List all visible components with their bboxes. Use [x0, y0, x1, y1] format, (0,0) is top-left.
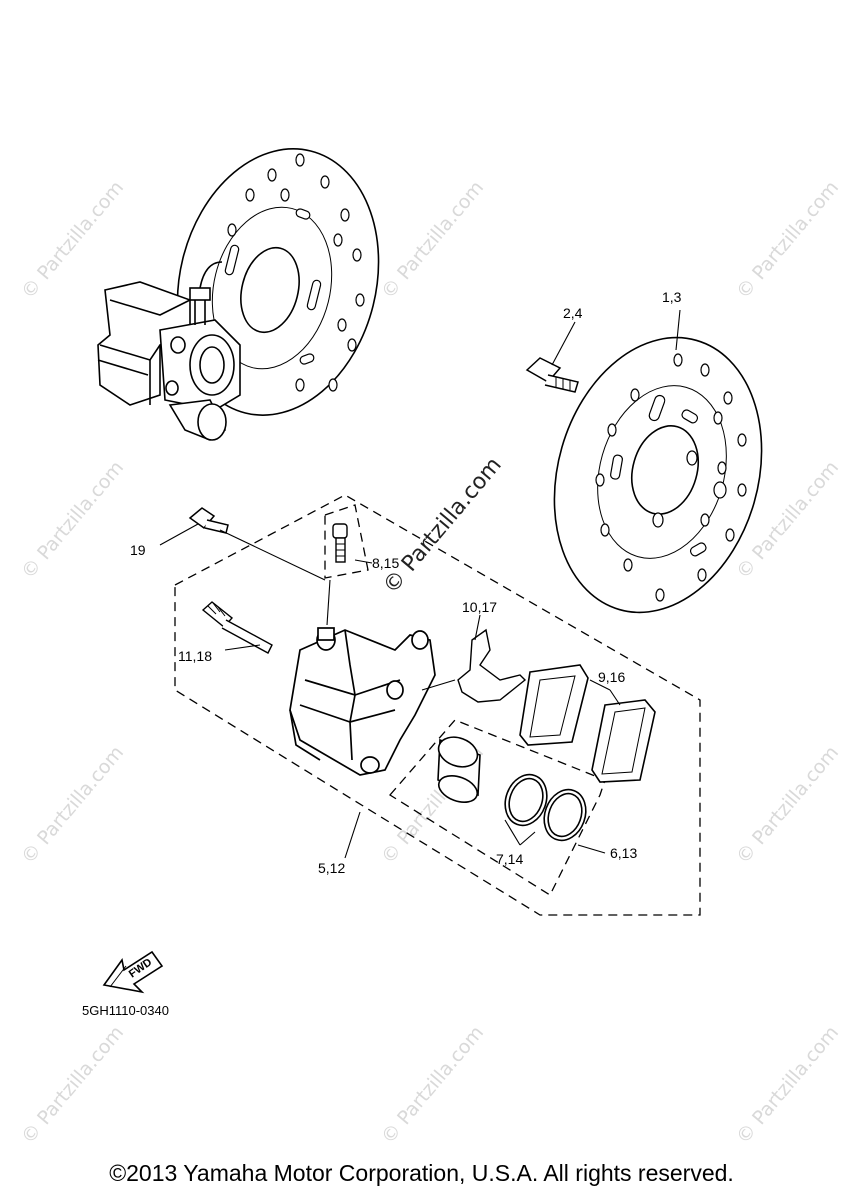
label-disc-bolt: 2,4	[563, 305, 583, 321]
watermark: © Partzilla.com	[17, 457, 128, 583]
mounting-bolt	[188, 507, 229, 534]
label-bleed-screw: 8,15	[372, 555, 399, 571]
watermark: © Partzilla.com	[17, 742, 128, 868]
disc-bolt	[525, 357, 579, 393]
bleed-screw	[332, 523, 348, 563]
label-pad-spring: 10,17	[462, 599, 497, 615]
forward-arrow: FWD	[102, 950, 164, 994]
label-caliper: 5,12	[318, 860, 345, 876]
watermark: © Partzilla.com	[732, 742, 843, 868]
piston-seals	[504, 773, 587, 842]
assembled-brake-illustration	[97, 148, 380, 441]
leader-lines	[159, 309, 681, 859]
caliper-pin	[201, 601, 273, 654]
watermark: © Partzilla.com	[17, 1022, 128, 1148]
label-seal-a: 7,14	[496, 851, 523, 867]
watermark: © Partzilla.com	[17, 177, 128, 303]
label-caliper-pin: 11,18	[178, 648, 212, 664]
brake-pad-set	[519, 664, 656, 783]
caliper-piston	[437, 736, 481, 803]
label-mounting-bolt: 19	[130, 542, 146, 558]
pad-spring	[457, 628, 527, 703]
label-seal-b: 6,13	[610, 845, 637, 861]
copyright-notice: ©2013 Yamaha Motor Corporation, U.S.A. A…	[109, 1160, 734, 1186]
watermark-center: © Partzilla.com	[378, 453, 506, 599]
assembly-outline	[174, 494, 701, 916]
brake-disc	[553, 336, 763, 614]
label-disc: 1,3	[662, 289, 682, 305]
caliper-body	[289, 627, 436, 776]
diagram-code: 5GH1110-0340	[82, 1003, 169, 1018]
watermark: © Partzilla.com	[377, 177, 488, 303]
watermark: © Partzilla.com	[732, 1022, 843, 1148]
watermark: © Partzilla.com	[377, 1022, 488, 1148]
label-brake-pads: 9,16	[598, 669, 625, 685]
part-labels: 1,3 2,4 19 8,15 10,17 11,18 9,16 5,12 7,…	[130, 289, 682, 876]
watermark: © Partzilla.com	[732, 177, 843, 303]
